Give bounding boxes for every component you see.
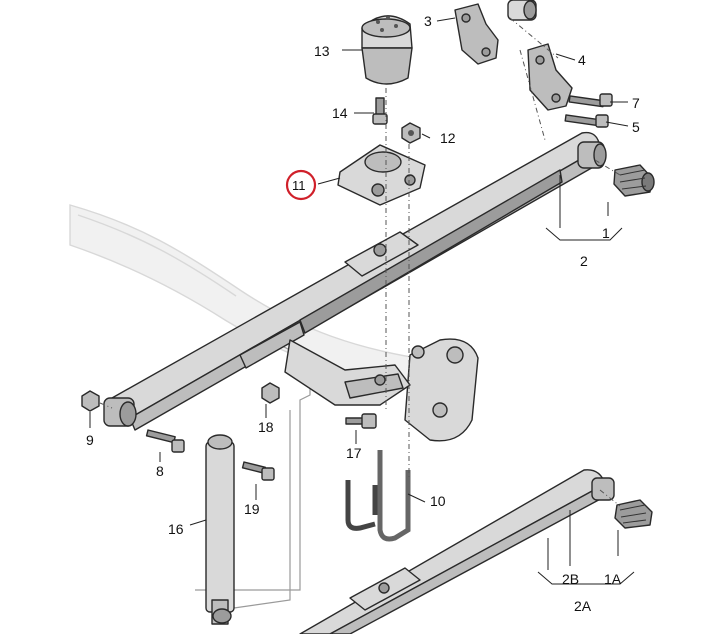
axle-mount-plate: [404, 338, 479, 442]
leaf-spring-lower: [299, 469, 615, 634]
label-19: 19: [244, 501, 260, 517]
spring-bushing-1: [613, 164, 655, 197]
label-7: 7: [632, 95, 640, 111]
label-3: 3: [424, 13, 432, 29]
label-9: 9: [86, 432, 94, 448]
spring-bushing-1a: [614, 499, 653, 529]
bolt-7: [568, 93, 613, 108]
label-10: 10: [430, 493, 446, 509]
leader-lines: [89, 17, 635, 585]
shock-absorber-16: [205, 434, 235, 625]
alignment-lines: [99, 17, 621, 507]
label-8: 8: [156, 463, 164, 479]
label-1a: 1A: [604, 571, 622, 587]
leaf-spring-upper: [111, 131, 603, 431]
shackle-plate-3: [454, 3, 499, 65]
label-18: 18: [258, 419, 274, 435]
shackle-bushing: [507, 0, 537, 21]
bolt-5: [564, 114, 609, 128]
label-16: 16: [168, 521, 184, 537]
axle-housing: [284, 339, 411, 406]
spring-eye-front: [577, 141, 607, 169]
label-2a: 2A: [574, 598, 592, 614]
spring-center-clamp: [344, 231, 419, 277]
label-4: 4: [578, 52, 586, 68]
shackle-plate-4: [527, 43, 573, 111]
label-11: 11: [292, 178, 306, 193]
bolt-14: [372, 97, 388, 125]
label-14: 14: [332, 105, 348, 121]
nut-12: [401, 122, 421, 144]
label-17: 17: [346, 445, 362, 461]
nut-18: [261, 382, 280, 404]
bump-stop-bracket-11: [337, 144, 426, 206]
bolt-17: [345, 413, 377, 429]
label-2b: 2B: [562, 571, 579, 587]
label-1: 1: [602, 225, 610, 241]
bump-stop-rubber: [361, 15, 413, 85]
callout-labels: 13 14 12 11 3 4 7 5 1 2 9 8 18 17 10 19 …: [86, 13, 640, 614]
label-5: 5: [632, 119, 640, 135]
spring-eye-rear: [103, 397, 137, 427]
bolt-8: [145, 429, 185, 453]
label-12: 12: [440, 130, 456, 146]
label-2: 2: [580, 253, 588, 269]
highlight-circle-11: [285, 169, 317, 201]
u-bolt-10: [345, 450, 411, 542]
nut-9: [81, 390, 100, 412]
label-13: 13: [314, 43, 330, 59]
bolt-19: [241, 461, 275, 481]
